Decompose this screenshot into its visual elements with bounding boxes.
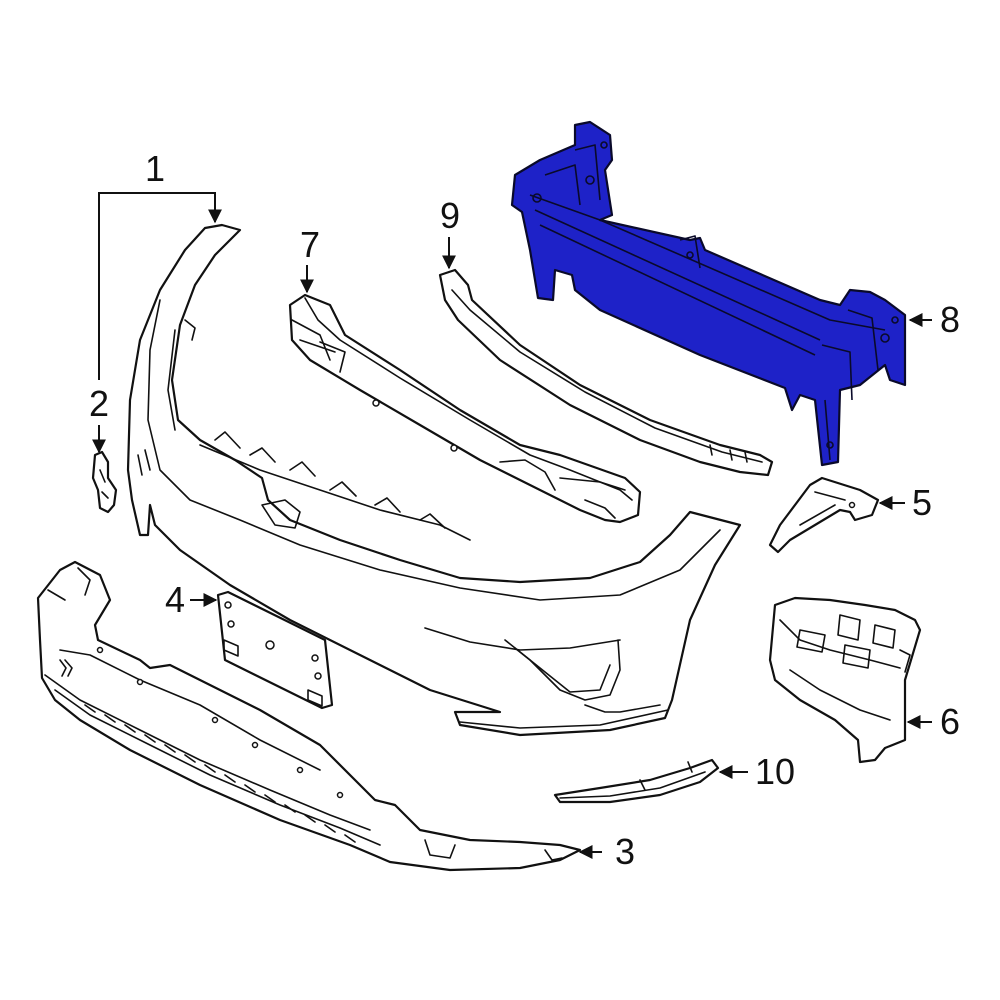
- callout-6: 6: [940, 701, 960, 742]
- part-2-bracket[interactable]: [91, 450, 118, 514]
- part-6-side-bracket[interactable]: [768, 596, 922, 764]
- callout-7: 7: [300, 224, 320, 265]
- part-10-trim-strip[interactable]: [553, 758, 720, 804]
- callout-10: 10: [755, 751, 795, 792]
- part-8-reinforcement-beam[interactable]: [510, 120, 907, 467]
- part-9-energy-absorber-strip[interactable]: [438, 268, 774, 477]
- callout-8: 8: [940, 299, 960, 340]
- part-1-bumper-cover[interactable]: [126, 223, 742, 737]
- callout-4: 4: [165, 579, 185, 620]
- callout-9: 9: [440, 195, 460, 236]
- callout-1: 1: [145, 148, 165, 189]
- part-3-lower-valance[interactable]: [36, 560, 582, 872]
- leader-lines: [92, 192, 932, 859]
- part-4-license-plate-bracket[interactable]: [216, 590, 334, 710]
- callout-2: 2: [89, 383, 109, 424]
- part-5-bracket[interactable]: [768, 476, 880, 554]
- callout-5: 5: [912, 482, 932, 523]
- part-7-energy-absorber[interactable]: [288, 293, 642, 524]
- callout-3: 3: [615, 831, 635, 872]
